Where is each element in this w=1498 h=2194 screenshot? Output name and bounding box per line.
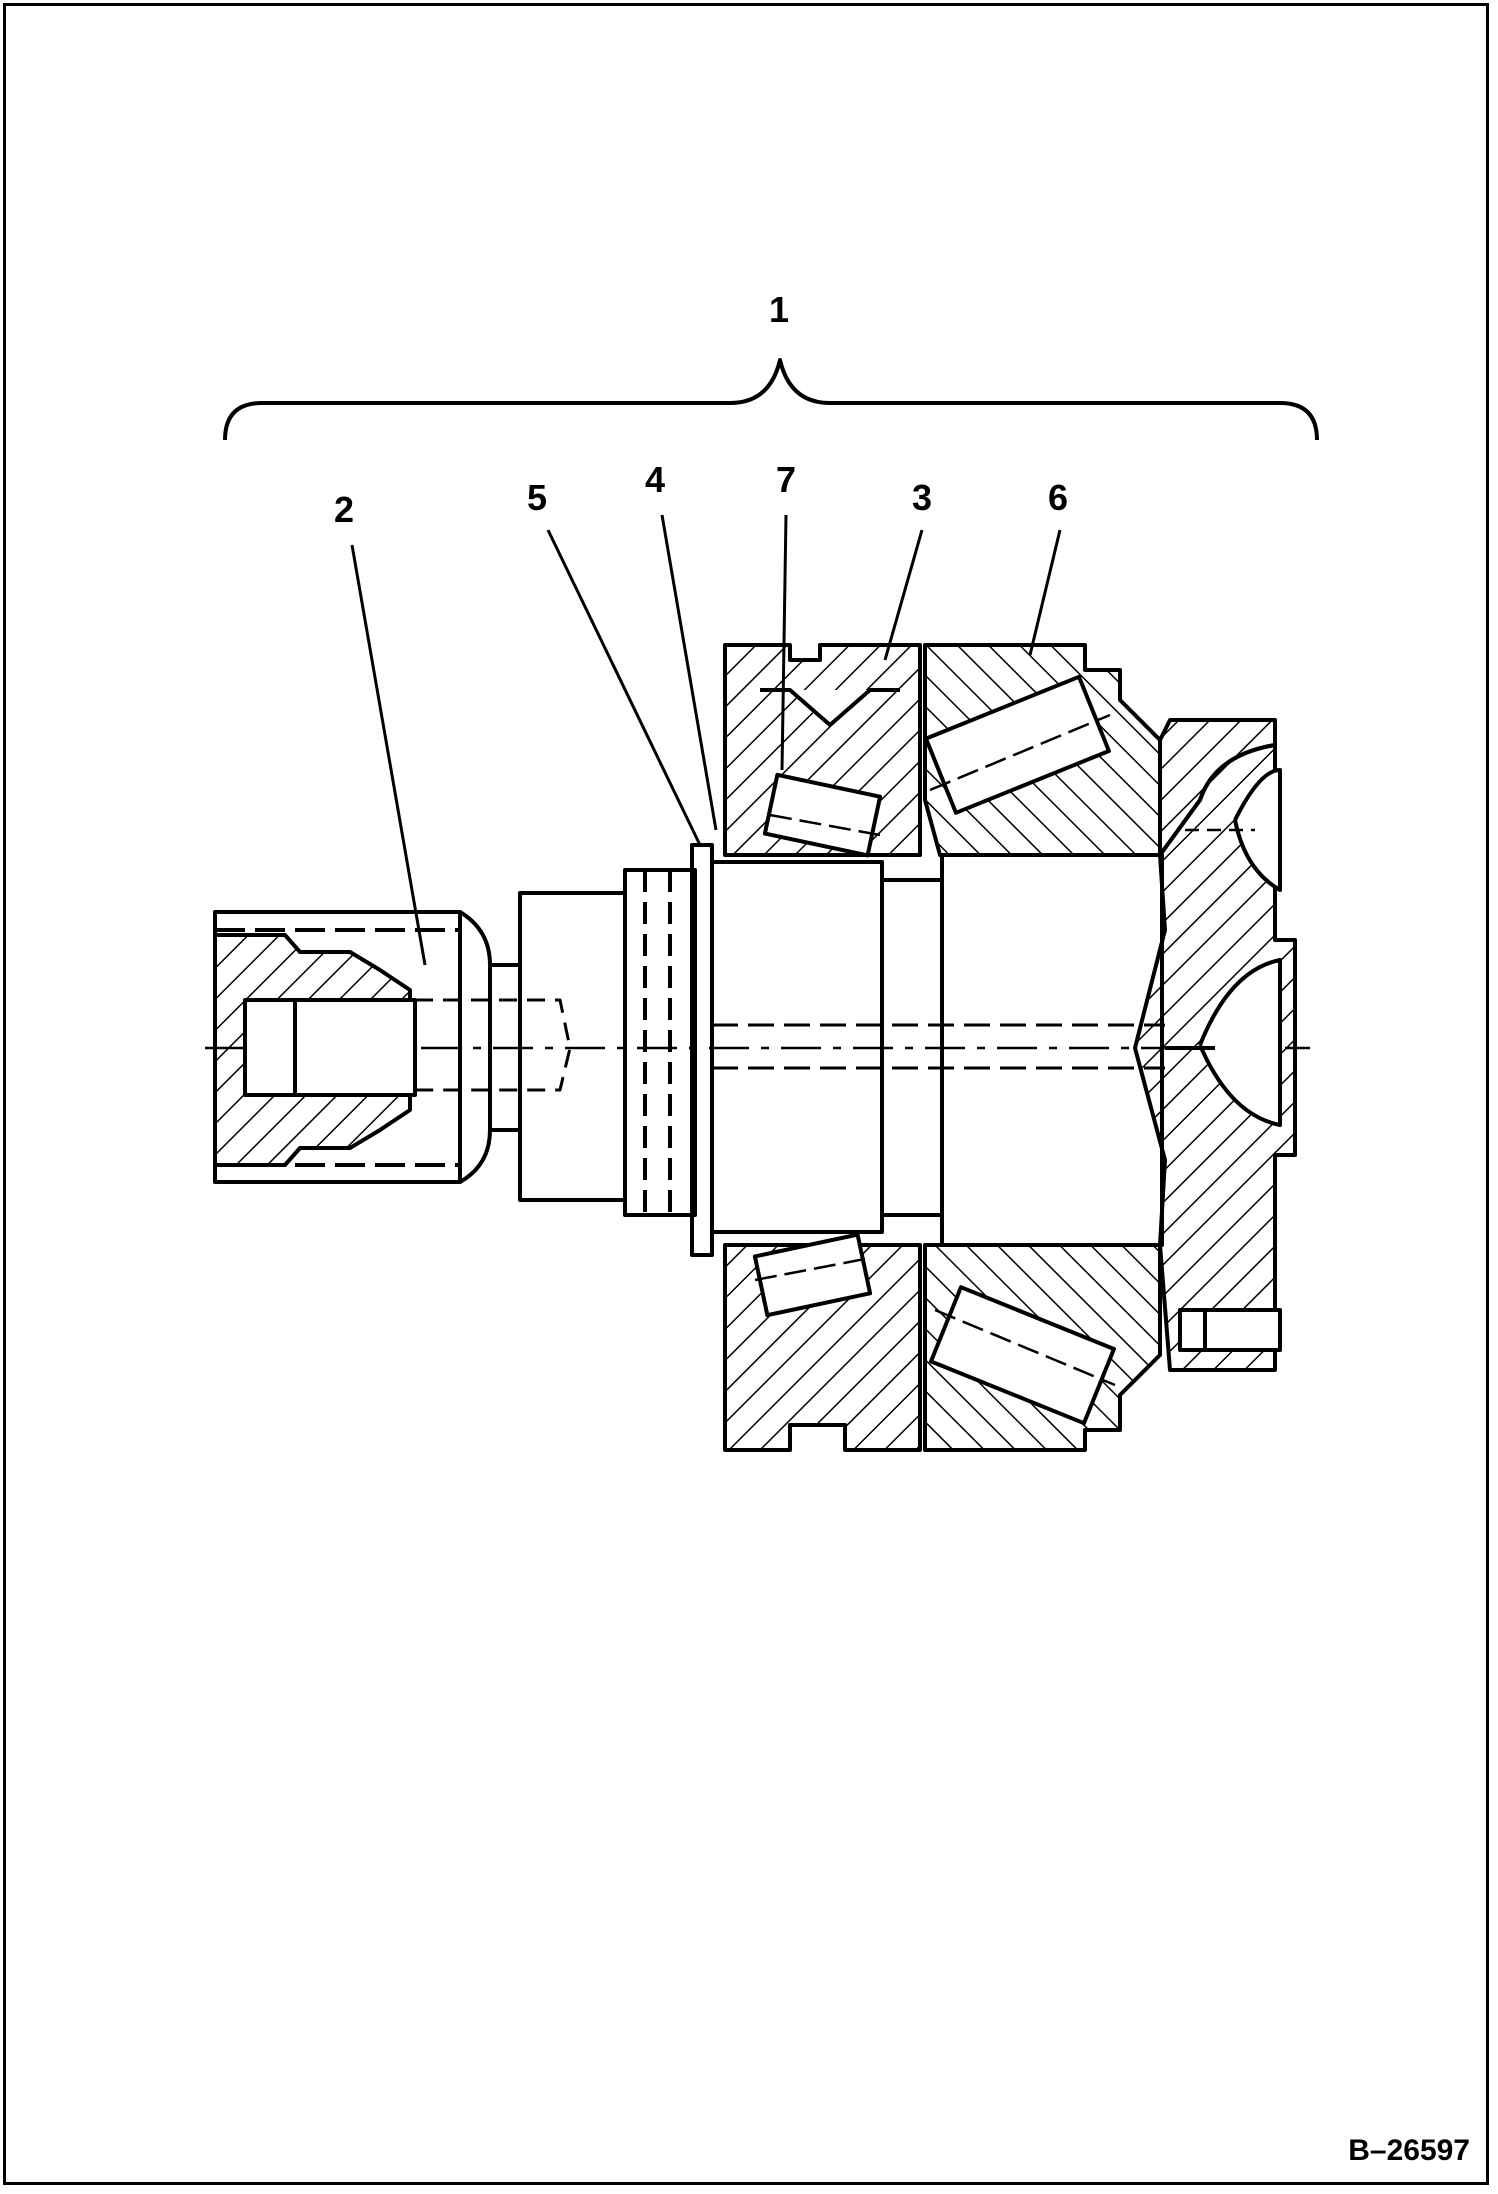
roller-lower-large — [928, 1285, 1116, 1426]
seal-ring — [623, 868, 697, 1217]
leader-line-5 — [546, 529, 702, 846]
callout-2: 2 — [333, 489, 355, 530]
leader-line-2 — [350, 544, 427, 966]
callout-6: 6 — [1047, 477, 1069, 518]
callout-4: 4 — [644, 459, 666, 500]
shaft-bore — [243, 998, 417, 1097]
shaft-body — [518, 891, 627, 1202]
callout-7: 7 — [775, 459, 797, 500]
callout-1: 1 — [768, 289, 790, 330]
assembly-bracket — [223, 358, 1319, 441]
roller-upper-large — [923, 674, 1111, 815]
roller-upper-small — [762, 772, 883, 858]
callout-5: 5 — [526, 477, 548, 518]
figure-id: B–26597 — [1348, 2134, 1470, 2167]
callout-3: 3 — [911, 477, 933, 518]
leader-line-6 — [1028, 529, 1062, 656]
leader-line-4 — [660, 514, 718, 831]
roller-lower-small — [752, 1232, 873, 1318]
leader-line-3 — [883, 529, 924, 661]
